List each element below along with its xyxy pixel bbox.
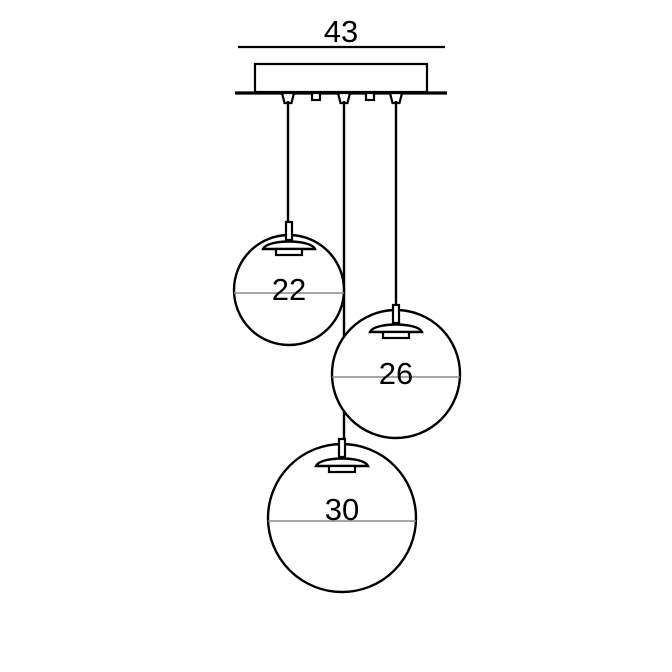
globe-diameter-label-26: 26 xyxy=(379,356,413,391)
globe-diameter-label-22: 22 xyxy=(272,272,306,307)
canopy-body xyxy=(253,62,429,94)
blank-outlet-nipple xyxy=(364,91,376,102)
globe-26: 26 xyxy=(330,303,462,440)
ceiling-canopy-assembly xyxy=(235,62,447,105)
globe-stem xyxy=(391,303,401,325)
globe-30: 30 xyxy=(266,437,418,594)
globe-cap-disc xyxy=(261,240,317,251)
globe-diameter-label-30: 30 xyxy=(325,492,359,527)
globe-22: 22 xyxy=(232,220,346,347)
cable-outlet-nipple xyxy=(280,91,296,105)
overall-width-dimension: 43 xyxy=(238,14,445,49)
blank-outlet-nipple xyxy=(310,91,322,102)
globe-cap-collar xyxy=(274,247,304,257)
globe-cap-collar xyxy=(327,464,357,474)
globe-cap-disc xyxy=(368,323,424,334)
cable-outlet-nipple xyxy=(388,91,404,105)
globe-stem xyxy=(337,437,347,459)
globe-stem xyxy=(284,220,294,242)
cable-outlet-nipple xyxy=(336,91,352,105)
globe-cap-disc xyxy=(314,457,370,468)
cable-outlet-nipples xyxy=(280,91,404,105)
globe-shades: 22 26 30 xyxy=(232,220,462,594)
dimension-label-43: 43 xyxy=(324,14,358,49)
globe-cap-collar xyxy=(381,330,411,340)
